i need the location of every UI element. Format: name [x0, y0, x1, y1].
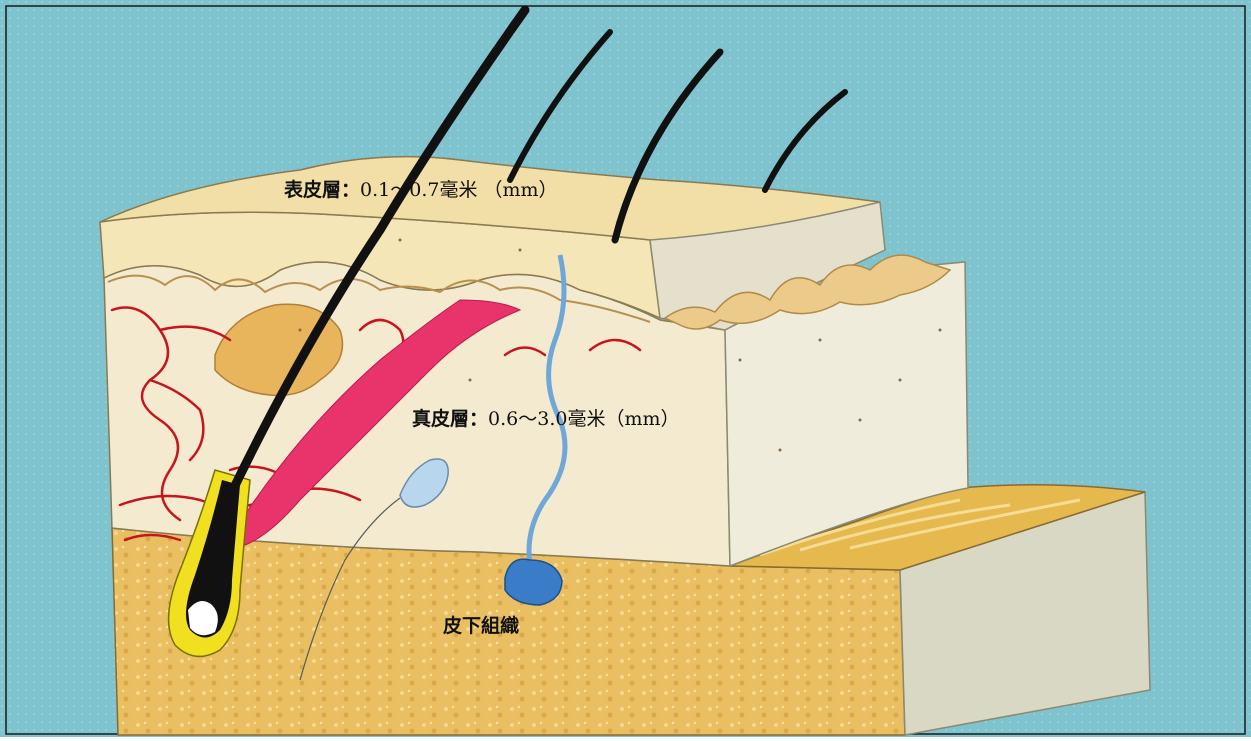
- subcutis-label: 皮下組織: [443, 617, 519, 636]
- epidermis-sep: ：: [341, 179, 360, 201]
- epidermis-label: 表皮層：0.1～0.7毫米 （mm）: [284, 181, 558, 200]
- epidermis-value: 0.1～0.7毫米 （mm）: [360, 179, 558, 201]
- epidermis-name: 表皮層: [284, 179, 341, 201]
- dermis-name: 真皮層: [412, 408, 469, 430]
- dermis-sep: ：: [469, 408, 488, 430]
- dermis-value: 0.6～3.0毫米（mm）: [488, 408, 679, 430]
- dermis-label: 真皮層：0.6～3.0毫米（mm）: [412, 410, 680, 429]
